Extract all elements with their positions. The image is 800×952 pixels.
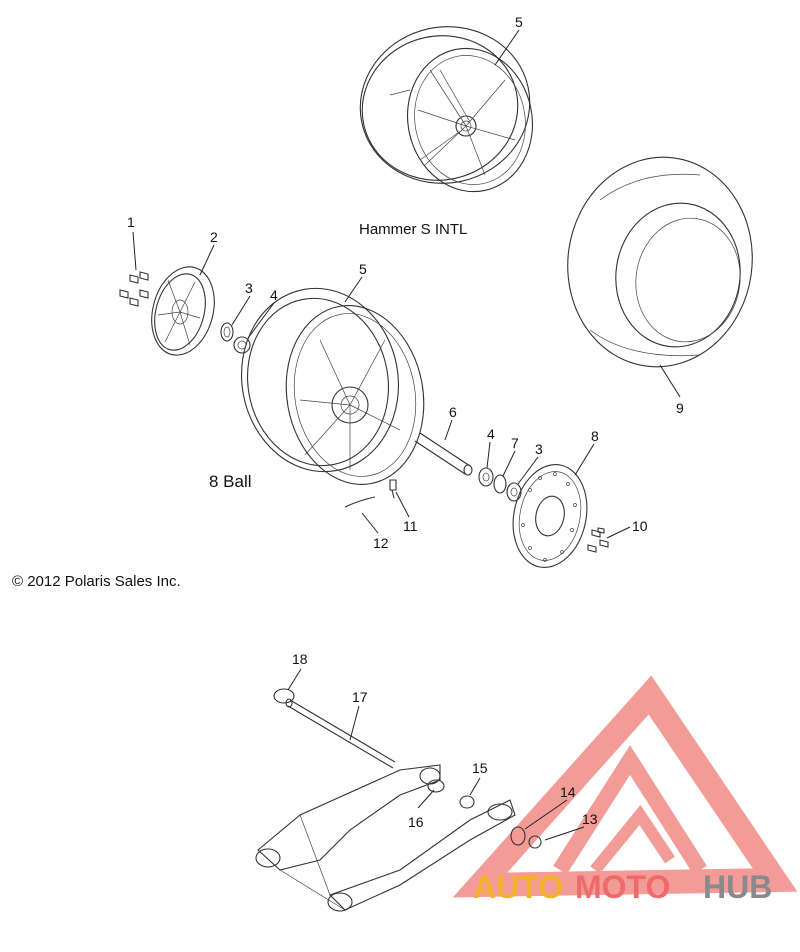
callout-7: 7 [511, 435, 519, 451]
callout-numbers: 1 2 3 4 5 5 6 4 7 3 8 9 10 11 12 17 18 1… [127, 14, 684, 830]
axle [414, 432, 473, 476]
watermark-logo-icon [452, 675, 798, 898]
swingarm [255, 764, 516, 912]
callout-17: 17 [352, 689, 368, 705]
callout-3: 3 [245, 280, 253, 296]
watermark-hub: HUB [703, 869, 772, 905]
callout-16: 16 [408, 814, 424, 830]
callout-12: 12 [373, 535, 389, 551]
watermark-moto: MOTO [575, 869, 670, 905]
sprocket [151, 266, 215, 356]
bushing [427, 779, 475, 809]
callout-1: 1 [127, 214, 135, 230]
right-bearing [478, 467, 494, 487]
callout-13: 13 [582, 811, 598, 827]
disc-bolts [587, 527, 609, 553]
callout-2: 2 [210, 229, 218, 245]
tire [567, 156, 753, 368]
right-seal [506, 482, 522, 502]
callout-4: 4 [270, 287, 278, 303]
variant-label-hammer: Hammer S INTL [359, 221, 467, 238]
watermark-text: AUTO MOTO HUB [473, 869, 772, 905]
left-seal [220, 322, 234, 342]
snap-ring [493, 474, 507, 494]
callout-5-top: 5 [515, 14, 523, 30]
callout-14: 14 [560, 784, 576, 800]
top-wheel [359, 26, 534, 193]
valve-stem [389, 479, 397, 499]
callout-5: 5 [359, 261, 367, 277]
callout-6: 6 [449, 404, 457, 420]
watermark-auto: AUTO [473, 869, 563, 905]
variant-label-8ball: 8 Ball [209, 472, 252, 491]
callout-10: 10 [632, 518, 648, 534]
callout-18: 18 [292, 651, 308, 667]
pivot-cap [510, 826, 542, 849]
callout-8: 8 [591, 428, 599, 444]
rear-wheel [240, 287, 425, 485]
callout-4-right: 4 [487, 426, 495, 442]
sprocket-bolts [119, 271, 149, 307]
shaft-washer [273, 688, 295, 704]
balance-weight [344, 496, 376, 508]
leader-lines [132, 29, 681, 841]
copyright-notice: © 2012 Polaris Sales Inc. [12, 573, 181, 590]
callout-9: 9 [676, 400, 684, 416]
callout-11: 11 [403, 518, 418, 534]
callout-15: 15 [472, 760, 488, 776]
brake-disc [512, 464, 588, 568]
pivot-shaft [285, 698, 396, 769]
callout-3-right: 3 [535, 441, 543, 457]
